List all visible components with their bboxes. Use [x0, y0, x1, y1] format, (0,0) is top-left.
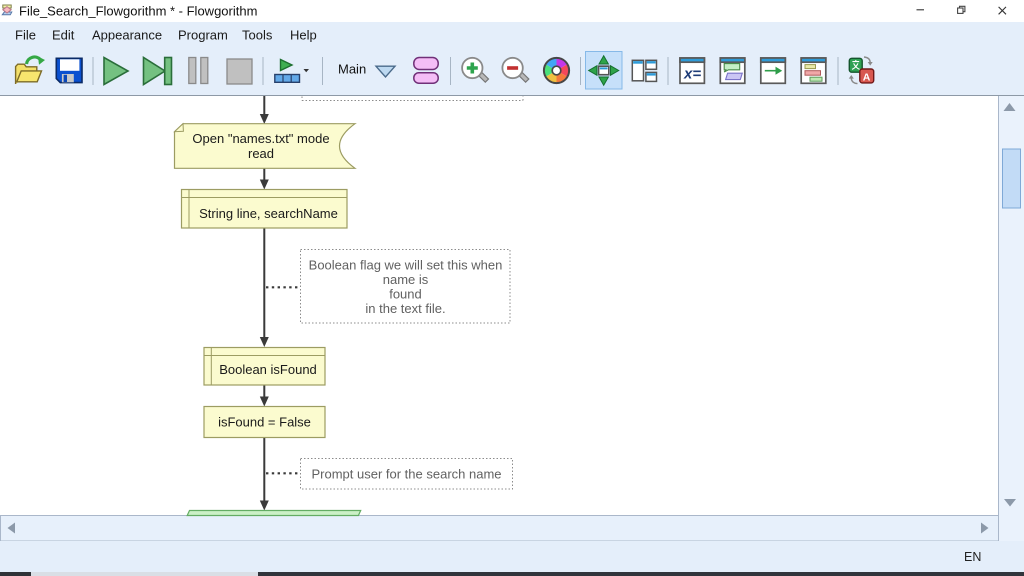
svg-text:Open "names.txt" mode: Open "names.txt" mode: [192, 131, 329, 146]
svg-text:found: found: [389, 287, 422, 302]
svg-text:EN: EN: [964, 550, 981, 564]
svg-text:name is: name is: [383, 272, 429, 287]
svg-text:isFound = False: isFound = False: [218, 415, 311, 430]
svg-text:Edit: Edit: [52, 28, 75, 43]
svg-text:File: File: [15, 28, 36, 43]
svg-text:Boolean flag we will set this: Boolean flag we will set this when: [309, 258, 503, 273]
svg-text:Appearance: Appearance: [92, 28, 162, 43]
svg-text:Main: Main: [338, 62, 366, 77]
svg-text:String line, searchName: String line, searchName: [199, 206, 338, 221]
svg-text:File_Search_Flowgorithm * - Fl: File_Search_Flowgorithm * - Flowgorithm: [19, 4, 257, 19]
svg-text:Program: Program: [178, 28, 228, 43]
svg-text:in the text file.: in the text file.: [365, 301, 445, 316]
svg-text:x=: x=: [683, 66, 701, 83]
svg-text:Help: Help: [290, 28, 317, 43]
svg-text:Boolean isFound: Boolean isFound: [219, 362, 317, 377]
svg-text:Prompt user for the search nam: Prompt user for the search name: [311, 466, 501, 481]
svg-text:A: A: [863, 71, 871, 83]
svg-text:Tools: Tools: [242, 28, 273, 43]
svg-text:read: read: [248, 146, 274, 161]
